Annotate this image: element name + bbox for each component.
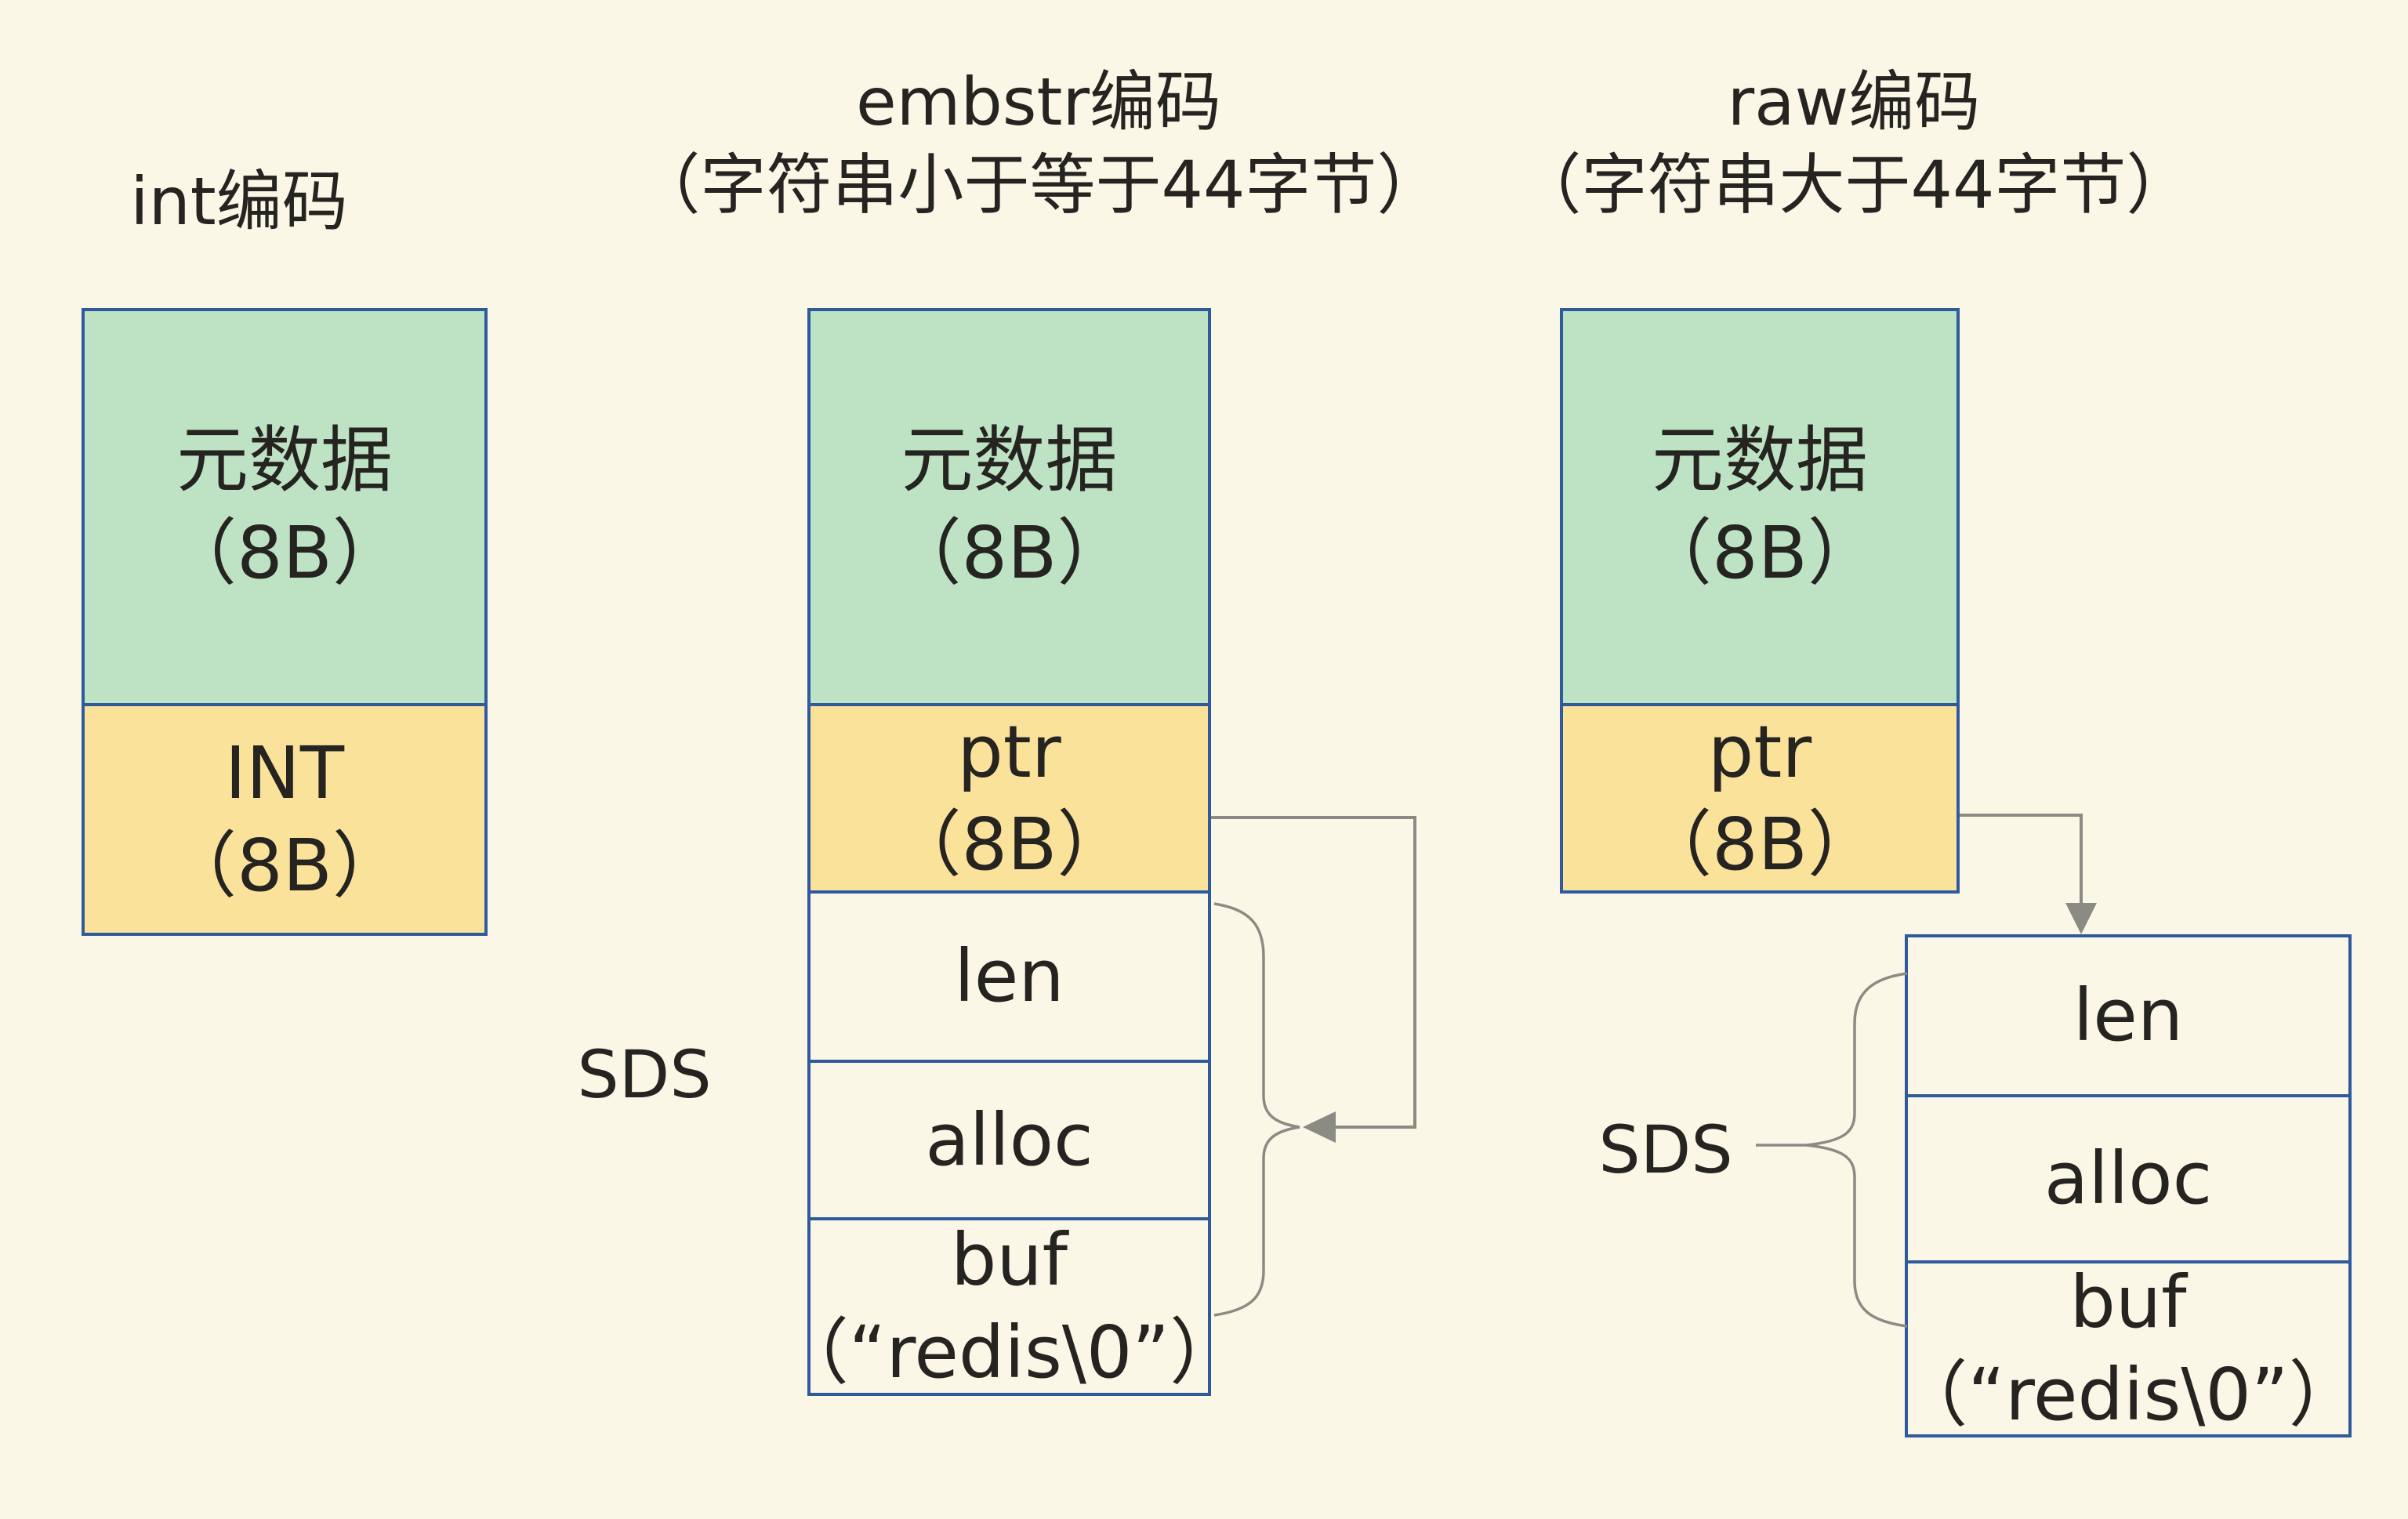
embstr-ptr-arrow-line (1211, 816, 1416, 1129)
int-metadata-size: （8B） (165, 511, 404, 595)
embstr-len-cell: len (807, 890, 1211, 1063)
raw-alloc-cell: alloc (1905, 1094, 2352, 1263)
embstr-metadata-box: 元数据 （8B） (807, 308, 1211, 706)
embstr-metadata-label: 元数据 (901, 419, 1118, 503)
int-metadata-label: 元数据 (176, 419, 393, 503)
raw-ptr-label: ptr (1707, 709, 1812, 794)
raw-ptr-box: ptr （8B） (1560, 703, 1960, 894)
title-embstr-line1: embstr编码 (855, 63, 1222, 140)
embstr-ptr-label: ptr (957, 709, 1061, 794)
raw-len-cell: len (1905, 934, 2352, 1097)
title-raw-line1: raw编码 (1727, 63, 1981, 140)
embstr-len-label: len (954, 934, 1064, 1019)
embstr-arrowhead-left-icon (1303, 1111, 1336, 1143)
int-value-label: INT (224, 730, 345, 815)
embstr-alloc-cell: alloc (807, 1060, 1211, 1220)
title-embstr-encoding: embstr编码 （字符串小于等于44字节） (549, 61, 1529, 227)
raw-ptr-size: （8B） (1640, 802, 1880, 886)
embstr-ptr-size: （8B） (889, 802, 1130, 886)
raw-sds-brace-icon (1805, 972, 1908, 1328)
raw-metadata-label: 元数据 (1651, 419, 1868, 503)
title-raw-line2: （字符串大于44字节） (1515, 146, 2192, 223)
embstr-buf-cell: buf （“redis\0”） (777, 1217, 1242, 1396)
title-raw-encoding: raw编码 （字符串大于44字节） (1364, 61, 2344, 227)
title-int-encoding: int编码 (43, 161, 435, 244)
embstr-buf-value: （“redis\0”） (776, 1311, 1242, 1394)
int-value-size: （8B） (165, 823, 404, 908)
raw-arrowhead-down-icon (2065, 903, 2097, 934)
raw-buf-label: buf (2069, 1260, 2187, 1345)
int-value-box: INT （8B） (82, 703, 488, 936)
embstr-sds-label: SDS (577, 1036, 712, 1113)
raw-metadata-size: （8B） (1640, 511, 1880, 595)
int-metadata-box: 元数据 （8B） (82, 308, 488, 706)
embstr-buf-label: buf (950, 1218, 1068, 1303)
raw-len-label: len (2073, 973, 2184, 1058)
raw-sds-label: SDS (1598, 1111, 1733, 1188)
embstr-metadata-size: （8B） (889, 511, 1130, 595)
raw-alloc-label: alloc (2044, 1137, 2213, 1221)
embstr-ptr-box: ptr （8B） (807, 703, 1211, 894)
embstr-alloc-label: alloc (925, 1097, 1093, 1182)
raw-buf-value: （“redis\0”） (1895, 1353, 2361, 1437)
raw-buf-cell: buf （“redis\0”） (1895, 1260, 2361, 1437)
raw-metadata-box: 元数据 （8B） (1560, 308, 1960, 706)
embstr-sds-brace-icon (1213, 902, 1300, 1317)
title-int-line1: int编码 (130, 163, 348, 240)
title-embstr-line2: （字符串小于等于44字节） (634, 146, 1443, 223)
raw-ptr-arrow-line (1960, 814, 2083, 922)
